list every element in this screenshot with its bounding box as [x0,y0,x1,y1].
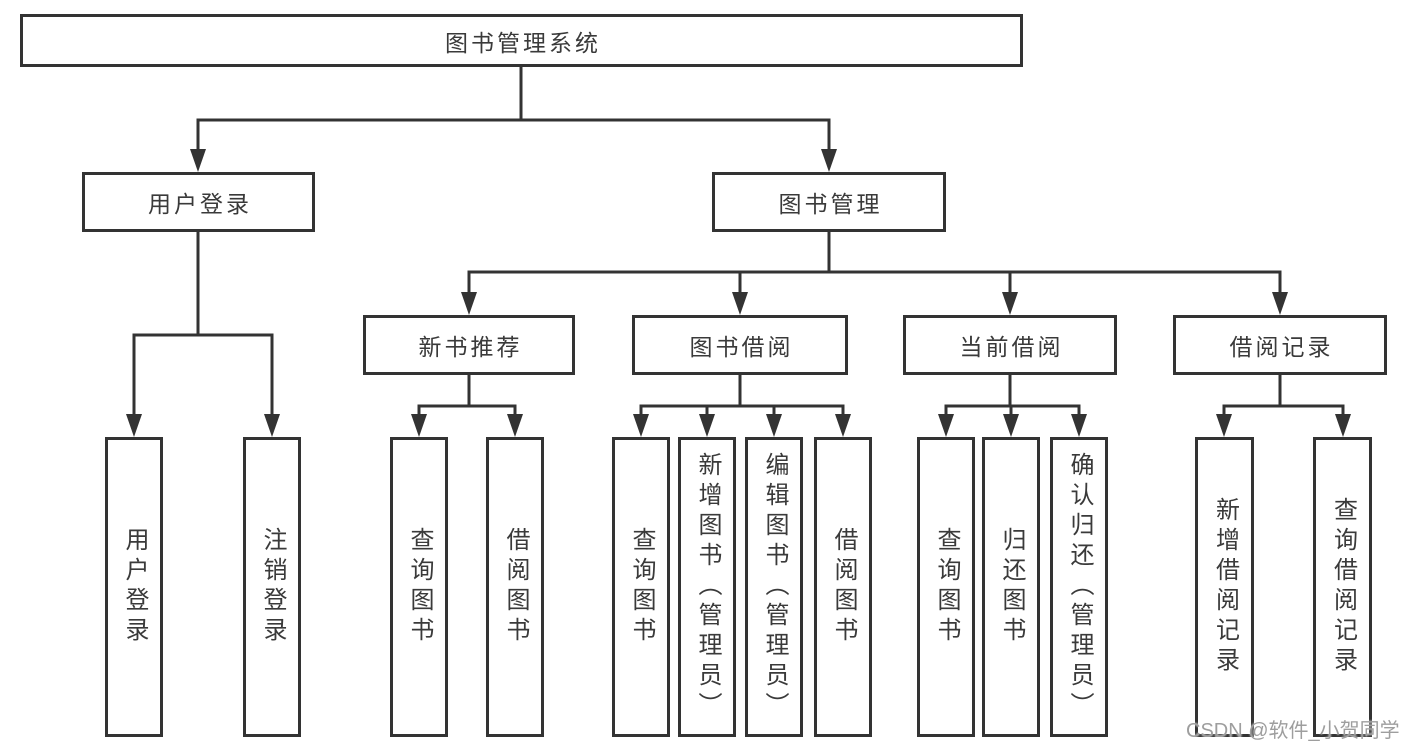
csdn-watermark: CSDN @软件_小贺同学 [1186,720,1400,742]
leaf-borrow-add-books-admin-label: 新增图书（管理员） [694,452,721,722]
leaf-current-return-books-label: 归还图书 [998,527,1025,647]
connector-userlogin-to-leaves [132,232,274,418]
node-current-borrow-label: 当前借阅 [959,334,1064,360]
leaf-borrow-edit-books-admin-label: 编辑图书（管理员） [761,452,788,722]
leaf-records-add-record: 新增借阅记录 [1195,437,1254,737]
node-borrow-records: 借阅记录 [1173,315,1387,375]
node-book-borrow-label: 图书借阅 [689,334,794,360]
leaf-records-add-record-label: 新增借阅记录 [1211,497,1239,677]
node-new-book-recommend-label: 新书推荐 [418,334,523,360]
leaf-records-query-record-label: 查询借阅记录 [1329,497,1357,677]
leaf-borrow-borrow-books: 借阅图书 [814,437,872,737]
connector-newrec-to-leaves [417,375,517,418]
leaf-current-query-books-label: 查询图书 [933,527,960,647]
leaf-current-query-books: 查询图书 [917,437,975,737]
leaf-newrec-borrow-books: 借阅图书 [486,437,544,737]
connector-borrow-to-leaves [639,375,845,418]
connector-root-to-level2 [196,67,831,151]
node-borrow-records-label: 借阅记录 [1229,334,1334,360]
node-book-management-label: 图书管理 [778,191,883,217]
leaf-borrow-borrow-books-label: 借阅图书 [830,527,857,647]
leaf-user-login: 用户登录 [105,437,163,737]
arrowheads [126,149,1351,437]
leaf-newrec-query-books: 查询图书 [390,437,448,737]
connector-bookmgmt-to-level3 [467,232,1282,294]
leaf-borrow-edit-books-admin: 编辑图书（管理员） [745,437,803,737]
leaf-borrow-add-books-admin: 新增图书（管理员） [678,437,736,737]
node-book-management: 图书管理 [712,172,946,232]
leaf-borrow-query-books-label: 查询图书 [628,527,655,647]
leaf-records-query-record: 查询借阅记录 [1313,437,1372,737]
connector-records-to-leaves [1222,375,1345,418]
node-user-login-label: 用户登录 [148,191,252,217]
node-root-system: 图书管理系统 [20,14,1023,67]
node-user-login: 用户登录 [82,172,315,232]
connector-current-to-leaves [944,375,1081,418]
node-book-borrow: 图书借阅 [632,315,848,375]
node-root-label: 图书管理系统 [445,29,601,56]
leaf-newrec-borrow-books-label: 借阅图书 [502,527,529,647]
node-current-borrow: 当前借阅 [903,315,1117,375]
leaf-user-login-label: 用户登录 [121,527,148,647]
leaf-logout: 注销登录 [243,437,301,737]
leaf-current-confirm-return-admin: 确认归还（管理员） [1050,437,1108,737]
leaf-newrec-query-books-label: 查询图书 [406,527,433,647]
node-new-book-recommend: 新书推荐 [363,315,575,375]
leaf-logout-label: 注销登录 [259,527,286,647]
leaf-current-confirm-return-admin-label: 确认归还（管理员） [1066,452,1093,722]
leaf-borrow-query-books: 查询图书 [612,437,670,737]
leaf-current-return-books: 归还图书 [982,437,1040,737]
